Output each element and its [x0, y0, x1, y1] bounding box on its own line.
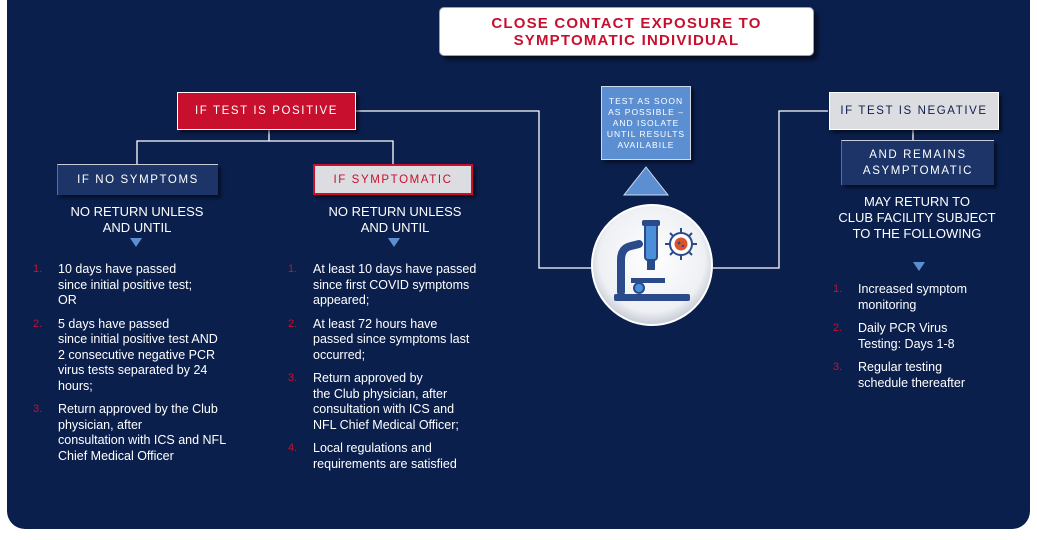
test-asap-box: TEST AS SOON AS POSSIBLE – AND ISOLATE U… [601, 86, 691, 160]
negative-subtitle-line2: CLUB FACILITY SUBJECT [838, 210, 996, 225]
no-symptoms-list: 1. 10 days have passed since initial pos… [33, 262, 273, 473]
list-item-number: 1. [33, 263, 43, 275]
list-item-number: 1. [288, 263, 298, 275]
list-item-number: 2. [833, 322, 843, 334]
asymptomatic-header-line2: ASYMPTOMATIC [862, 165, 974, 177]
list-item-text: At least 72 hours have passed since symp… [313, 316, 470, 362]
list-item-text: Return approved by the Club physician, a… [58, 402, 227, 463]
list-item: 2. 5 days have passed since initial posi… [33, 317, 273, 395]
negative-subtitle: MAY RETURN TO CLUB FACILITY SUBJECT TO T… [817, 194, 1017, 242]
no-symptoms-header: IF NO SYMPTOMS [57, 164, 218, 195]
list-item: 3. Regular testing schedule thereafter [833, 360, 1023, 391]
list-item-text: 5 days have passed since initial positiv… [58, 316, 218, 393]
symptomatic-header: IF SYMPTOMATIC [313, 164, 473, 195]
list-item-text: Daily PCR Virus Testing: Days 1-8 [858, 321, 955, 351]
negative-list: 1. Increased symptom monitoring 2. Daily… [833, 282, 1023, 400]
page-title: CLOSE CONTACT EXPOSURE TO SYMPTOMATIC IN… [439, 7, 814, 56]
list-item: 1. Increased symptom monitoring [833, 282, 1023, 313]
list-item-text: At least 10 days have passed since first… [313, 262, 477, 307]
list-item-number: 1. [833, 283, 843, 295]
negative-subtitle-line1: MAY RETURN TO [864, 194, 970, 209]
list-item: 2. At least 72 hours have passed since s… [288, 317, 528, 364]
list-item-number: 3. [288, 372, 298, 384]
if-positive-box: IF TEST IS POSITIVE [177, 92, 356, 130]
symptomatic-list: 1. At least 10 days have passed since fi… [288, 262, 528, 481]
list-item-text: Return approved by the Club physician, a… [313, 371, 459, 432]
no-symptoms-subtitle-line1: NO RETURN UNLESS [70, 204, 204, 219]
up-triangle-icon [622, 166, 670, 196]
list-item: 3. Return approved by the Club physician… [33, 402, 273, 464]
list-item-text: Regular testing schedule thereafter [858, 360, 966, 390]
down-arrow-icon [913, 262, 925, 271]
connector-to-symptomatic [269, 140, 394, 164]
connector-lines [136, 110, 914, 269]
list-item: 2. Daily PCR Virus Testing: Days 1-8 [833, 321, 1023, 352]
list-item-text: Local regulations and requirements are s… [313, 441, 457, 471]
list-item-text: 10 days have passed since initial positi… [58, 262, 193, 307]
asymptomatic-header-line1: AND REMAINS [869, 149, 967, 161]
down-arrow-icon [388, 238, 400, 247]
symptomatic-subtitle-line2: AND UNTIL [360, 220, 430, 235]
list-item-number: 2. [288, 317, 298, 330]
microscope-virus-icon [591, 204, 713, 326]
list-item-number: 3. [833, 361, 843, 373]
symptomatic-subtitle-line1: NO RETURN UNLESS [328, 204, 462, 219]
negative-subtitle-line3: TO THE FOLLOWING [852, 226, 982, 241]
symptomatic-subtitle: NO RETURN UNLESS AND UNTIL [300, 204, 490, 236]
list-item: 4. Local regulations and requirements ar… [288, 441, 528, 472]
no-symptoms-subtitle-line2: AND UNTIL [102, 220, 172, 235]
down-arrow-icon [130, 238, 142, 247]
list-item: 1. 10 days have passed since initial pos… [33, 262, 273, 309]
connector-negative-to-icon [712, 110, 828, 269]
list-item-text: Increased symptom monitoring [858, 282, 968, 312]
list-item-number: 4. [288, 442, 298, 454]
list-item-number: 3. [33, 403, 43, 415]
list-item-number: 2. [33, 317, 43, 330]
no-symptoms-subtitle: NO RETURN UNLESS AND UNTIL [47, 204, 227, 236]
if-negative-box: IF TEST IS NEGATIVE [829, 92, 999, 130]
asymptomatic-header: AND REMAINS ASYMPTOMATIC [841, 140, 994, 185]
connector-to-no-symptoms [136, 129, 270, 164]
list-item: 1. At least 10 days have passed since fi… [288, 262, 528, 309]
connector-positive-to-icon [355, 110, 592, 269]
list-item: 3. Return approved by the Club physician… [288, 371, 528, 433]
diagram-panel: CLOSE CONTACT EXPOSURE TO SYMPTOMATIC IN… [7, 0, 1030, 529]
